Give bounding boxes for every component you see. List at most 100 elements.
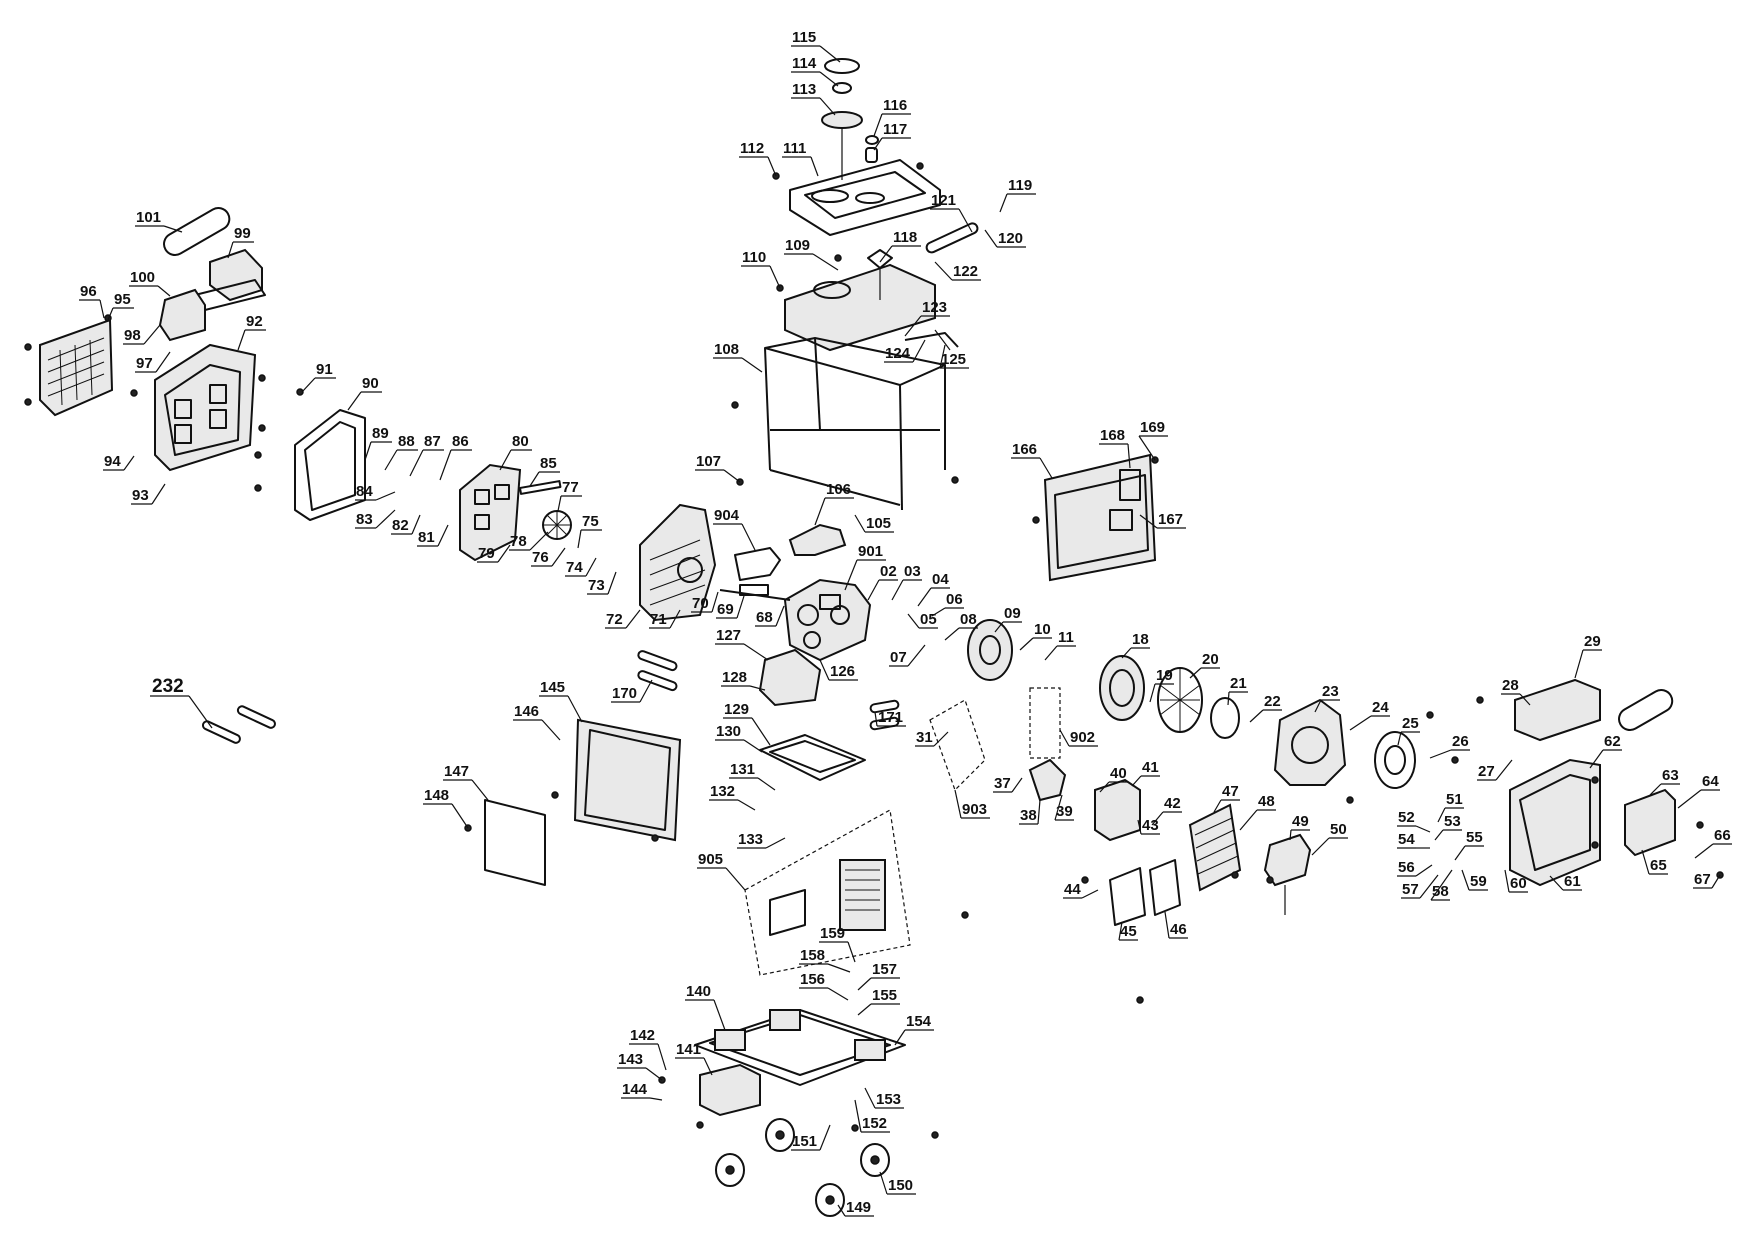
callout-156: 156 [800, 971, 825, 988]
callout-83: 83 [356, 511, 373, 528]
callout-84: 84 [356, 483, 373, 500]
callout-113: 113 [792, 81, 816, 98]
callout-23: 23 [1322, 683, 1339, 700]
callout-114: 114 [792, 55, 817, 72]
callout-06: 06 [946, 591, 963, 608]
callout-148: 148 [424, 787, 449, 804]
callout-143: 143 [618, 1051, 643, 1068]
callout-38: 38 [1020, 807, 1037, 824]
callout-02: 02 [880, 563, 897, 580]
callout-26: 26 [1452, 733, 1469, 750]
callout-170: 170 [612, 685, 637, 702]
callout-133: 133 [738, 831, 763, 848]
callout-20: 20 [1202, 651, 1219, 668]
callout-70: 70 [692, 595, 709, 612]
callout-73: 73 [588, 577, 605, 594]
callout-89: 89 [372, 425, 389, 442]
callout-75: 75 [582, 513, 599, 530]
callout-53: 53 [1444, 813, 1461, 830]
callout-91: 91 [316, 361, 333, 378]
callout-24: 24 [1372, 699, 1389, 716]
callout-118: 118 [893, 229, 917, 246]
callout-25: 25 [1402, 715, 1419, 732]
callout-45: 45 [1120, 923, 1137, 940]
callout-10: 10 [1034, 621, 1051, 638]
callout-82: 82 [392, 517, 409, 534]
callout-147: 147 [444, 763, 469, 780]
callout-158: 158 [800, 947, 825, 964]
callout-124: 124 [885, 345, 911, 362]
callout-09: 09 [1004, 605, 1021, 622]
callout-151: 151 [792, 1133, 817, 1150]
callout-130: 130 [716, 723, 741, 740]
callout-100: 100 [130, 269, 155, 286]
callout-47: 47 [1222, 783, 1239, 800]
callout-43: 43 [1142, 817, 1159, 834]
callout-55: 56 [1398, 859, 1415, 876]
callout-157: 157 [872, 961, 897, 978]
callout-119: 119 [1008, 177, 1032, 194]
callout-87: 87 [424, 433, 441, 450]
callout-90: 90 [362, 375, 379, 392]
callout-903: 903 [962, 801, 987, 818]
callout-131: 131 [730, 761, 755, 778]
callout-140: 140 [686, 983, 711, 1000]
callout-168: 168 [1100, 427, 1125, 444]
callout-81: 81 [418, 529, 435, 546]
callout-61: 61 [1564, 873, 1581, 890]
callout-123: 123 [922, 299, 947, 316]
callout-159: 159 [820, 925, 845, 942]
callout-41: 41 [1142, 759, 1159, 776]
callout-167: 167 [1158, 511, 1183, 528]
caster-wheels [715, 1118, 890, 1217]
callout-18: 18 [1132, 631, 1149, 648]
callout-121: 121 [931, 192, 956, 209]
callout-62: 62 [1604, 733, 1621, 750]
callout-108: 108 [714, 341, 739, 358]
callout-150: 150 [888, 1177, 913, 1194]
callout-93: 93 [132, 487, 149, 504]
callout-111: 111 [783, 140, 806, 157]
callout-46: 46 [1170, 921, 1187, 938]
callout-169: 169 [1140, 419, 1165, 436]
callout-122: 122 [953, 263, 978, 280]
callout-39: 39 [1056, 803, 1073, 820]
callout-labels: 115 114 113 116 117 112 111 119 121 120 … [79, 29, 1732, 1217]
callout-80: 80 [512, 433, 529, 450]
parts-artwork [24, 58, 1724, 1217]
callout-44: 44 [1064, 881, 1081, 898]
callout-88: 88 [398, 433, 415, 450]
callout-904: 904 [714, 507, 740, 524]
callout-92: 92 [246, 313, 263, 330]
callout-69: 69 [717, 601, 734, 618]
callout-59: 55 [1466, 829, 1483, 846]
callout-129: 129 [724, 701, 749, 718]
callout-171: 171 [878, 709, 903, 726]
callout-48: 48 [1258, 793, 1275, 810]
callout-112: 112 [740, 140, 764, 157]
callout-28: 28 [1502, 677, 1519, 694]
callout-109: 109 [785, 237, 810, 254]
callout-85: 85 [540, 455, 557, 472]
callout-40: 40 [1110, 765, 1127, 782]
callout-31: 31 [916, 729, 933, 746]
callout-132: 132 [710, 783, 735, 800]
callout-03: 03 [904, 563, 921, 580]
callout-42: 42 [1164, 795, 1181, 812]
callout-110: 110 [742, 249, 766, 266]
screws [24, 162, 1724, 1139]
callout-117: 117 [883, 121, 907, 138]
callout-58: 59 [1470, 873, 1487, 890]
callout-120: 120 [998, 230, 1023, 247]
callout-72: 72 [606, 611, 623, 628]
callout-144: 144 [622, 1081, 648, 1098]
callout-155: 155 [872, 987, 897, 1004]
callout-74: 74 [566, 559, 583, 576]
callout-68: 68 [756, 609, 773, 626]
callout-98: 98 [124, 327, 141, 344]
callout-79: 79 [478, 545, 495, 562]
callout-142: 142 [630, 1027, 655, 1044]
callout-115: 115 [792, 29, 816, 46]
callout-49: 49 [1292, 813, 1309, 830]
callout-60: 60 [1510, 875, 1527, 892]
